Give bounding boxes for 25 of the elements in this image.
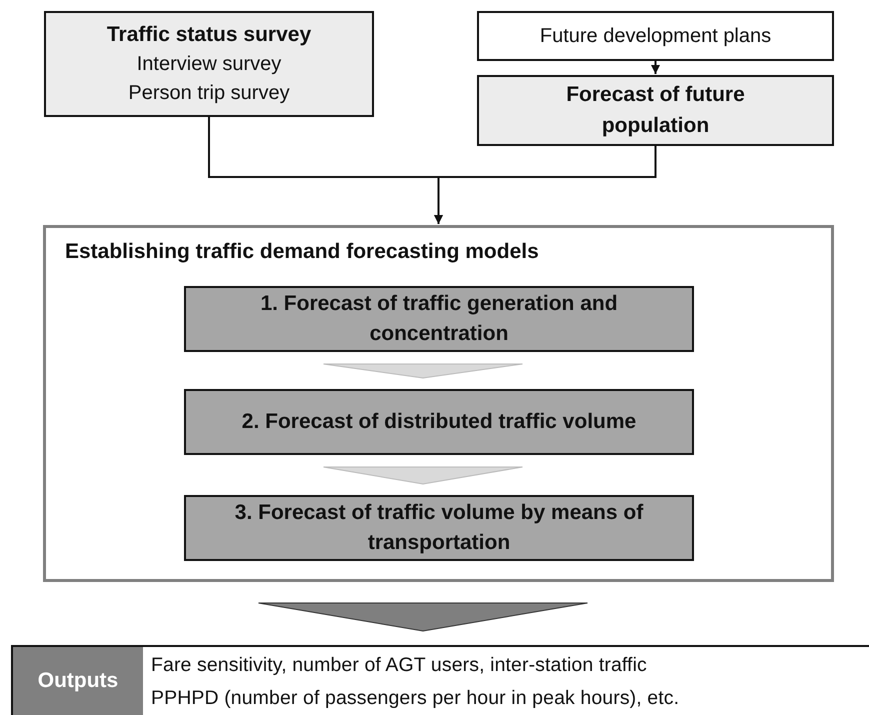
output-text: Fare sensitivity, number of AGT users, inter-station traffic — [151, 653, 648, 678]
chevron-arrow — [323, 466, 523, 484]
box-heading: 2. Forecast of distributed traffic volume — [242, 408, 636, 435]
group-frame — [43, 225, 834, 582]
step-box — [184, 286, 694, 352]
step-box — [184, 389, 694, 455]
group-heading: Establishing traffic demand forecasting models — [65, 240, 539, 264]
connector-arrow — [434, 146, 656, 224]
header-cell: Outputs — [11, 647, 143, 715]
process-box — [477, 75, 834, 146]
process-box — [44, 11, 374, 117]
chevron-arrow — [258, 602, 588, 632]
step-box — [184, 495, 694, 561]
chevron-arrow — [323, 364, 523, 378]
output-text: PPHPD (number of passengers per hour in peak hours), etc. — [151, 686, 680, 711]
box-text: Person trip survey — [128, 81, 290, 106]
box-heading: Future development plans — [540, 24, 772, 48]
box-heading: Traffic status survey — [106, 22, 312, 48]
box-heading: 1. Forecast of traffic generation and concentration — [259, 290, 619, 347]
box-heading: 3. Forecast of traffic volume by means of transportation — [234, 500, 644, 556]
input-box — [477, 11, 834, 61]
box-heading: Forecast of future population — [565, 82, 746, 138]
box-text: Interview survey — [136, 52, 282, 78]
output-row — [11, 645, 869, 715]
connector-arrow — [651, 61, 660, 74]
